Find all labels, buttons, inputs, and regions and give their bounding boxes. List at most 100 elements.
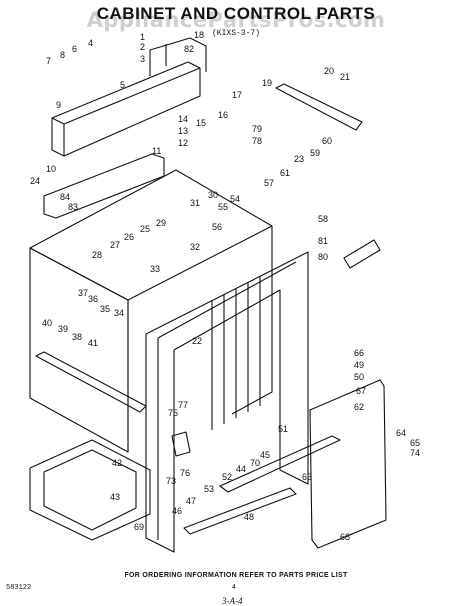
part-callout-34: 34 <box>114 308 124 318</box>
part-callout-28: 28 <box>92 250 102 260</box>
control-panel-face <box>51 67 201 156</box>
part-callout-22: 22 <box>192 336 202 346</box>
part-callout-31: 31 <box>190 198 200 208</box>
capacitor <box>343 239 381 269</box>
part-callout-4: 4 <box>88 38 93 48</box>
part-callout-1: 1 <box>140 32 145 42</box>
part-callout-65: 65 <box>410 438 420 448</box>
part-callout-12: 12 <box>178 138 188 148</box>
part-callout-84: 84 <box>60 192 70 202</box>
cabinet-back-panel <box>29 247 129 453</box>
part-callout-41: 41 <box>88 338 98 348</box>
part-callout-2: 2 <box>140 42 145 52</box>
part-callout-46: 46 <box>172 506 182 516</box>
part-callout-18: 18 <box>194 30 204 40</box>
part-callout-39: 39 <box>58 324 68 334</box>
part-callout-59: 59 <box>310 148 320 158</box>
part-callout-38: 38 <box>72 332 82 342</box>
page-number: 4 <box>232 584 236 591</box>
part-callout-32: 32 <box>190 242 200 252</box>
part-callout-47: 47 <box>186 496 196 506</box>
part-callout-70: 70 <box>250 458 260 468</box>
cabinet-top-panel <box>29 169 273 301</box>
part-callout-40: 40 <box>42 318 52 328</box>
door-frame <box>145 251 309 553</box>
part-callout-6: 6 <box>72 44 77 54</box>
part-callout-19: 19 <box>262 78 272 88</box>
part-callout-50: 50 <box>354 372 364 382</box>
part-callout-15: 15 <box>196 118 206 128</box>
part-callout-37: 37 <box>78 288 88 298</box>
part-callout-80: 80 <box>318 252 328 262</box>
part-callout-13: 13 <box>178 126 188 136</box>
part-callout-57: 57 <box>264 178 274 188</box>
part-callout-30: 30 <box>208 190 218 200</box>
part-callout-69: 69 <box>134 522 144 532</box>
handwritten-date: 3-A-4 <box>222 596 243 606</box>
part-callout-21: 21 <box>340 72 350 82</box>
part-callout-44: 44 <box>236 464 246 474</box>
control-panel-box <box>149 37 207 76</box>
part-callout-23: 23 <box>294 154 304 164</box>
part-callout-79: 79 <box>252 124 262 134</box>
part-callout-14: 14 <box>178 114 188 124</box>
bottom-kick-strip <box>219 435 341 493</box>
cabinet-side-wall <box>127 226 273 452</box>
part-callout-49: 49 <box>354 360 364 370</box>
part-callout-26: 26 <box>124 232 134 242</box>
part-callout-81: 81 <box>318 236 328 246</box>
part-callout-52: 52 <box>222 472 232 482</box>
part-callout-78: 78 <box>252 136 262 146</box>
part-callout-45: 45 <box>260 450 270 460</box>
part-callout-9: 9 <box>56 100 61 110</box>
part-callout-77: 77 <box>178 400 188 410</box>
part-callout-24: 24 <box>30 176 40 186</box>
page-title: CABINET AND CONTROL PARTS <box>96 4 376 23</box>
model-code: (KIXS-3-7) <box>211 29 260 38</box>
cabinet-top-strip <box>43 153 165 219</box>
part-callout-17: 17 <box>232 90 242 100</box>
part-callout-3: 3 <box>140 54 145 64</box>
part-callout-5: 5 <box>120 80 125 90</box>
part-callout-83: 83 <box>68 202 78 212</box>
vertical-rails <box>211 276 261 430</box>
base-frame <box>29 439 151 541</box>
part-callout-58: 58 <box>318 214 328 224</box>
part-callout-48: 48 <box>244 512 254 522</box>
part-callout-20: 20 <box>324 66 334 76</box>
part-callout-68: 68 <box>340 532 350 542</box>
watermark: AppliancePartsPros.com <box>86 8 386 32</box>
part-callout-16: 16 <box>218 110 228 120</box>
part-callout-82: 82 <box>184 44 194 54</box>
part-callout-60: 60 <box>322 136 332 146</box>
part-callout-53: 53 <box>204 484 214 494</box>
part-callout-64: 64 <box>396 428 406 438</box>
part-callout-67: 67 <box>356 386 366 396</box>
document-code: 583122 <box>6 584 32 592</box>
part-callout-62: 62 <box>354 402 364 412</box>
part-callout-76: 76 <box>180 468 190 478</box>
part-callout-8: 8 <box>60 50 65 60</box>
part-callout-11: 11 <box>152 146 161 156</box>
part-callout-73: 73 <box>166 476 176 486</box>
part-callout-54: 54 <box>230 194 240 204</box>
part-callout-7: 7 <box>46 56 51 66</box>
part-callout-25: 25 <box>140 224 150 234</box>
switch-block <box>171 431 191 457</box>
part-callout-35: 35 <box>100 304 110 314</box>
part-callout-42: 42 <box>112 458 122 468</box>
part-callout-36: 36 <box>88 294 98 304</box>
part-callout-51: 51 <box>278 424 288 434</box>
diagram-drawing <box>29 37 387 553</box>
side-trim-panel <box>309 379 387 549</box>
part-callout-33: 33 <box>150 264 160 274</box>
part-callout-75: 75 <box>168 408 178 418</box>
side-trim <box>35 351 147 413</box>
lower-kick-strip <box>183 487 297 535</box>
part-callout-29: 29 <box>156 218 166 228</box>
part-callout-61: 61 <box>280 168 290 178</box>
base-frame-inner <box>43 449 137 531</box>
door-frame-inner <box>157 261 297 540</box>
